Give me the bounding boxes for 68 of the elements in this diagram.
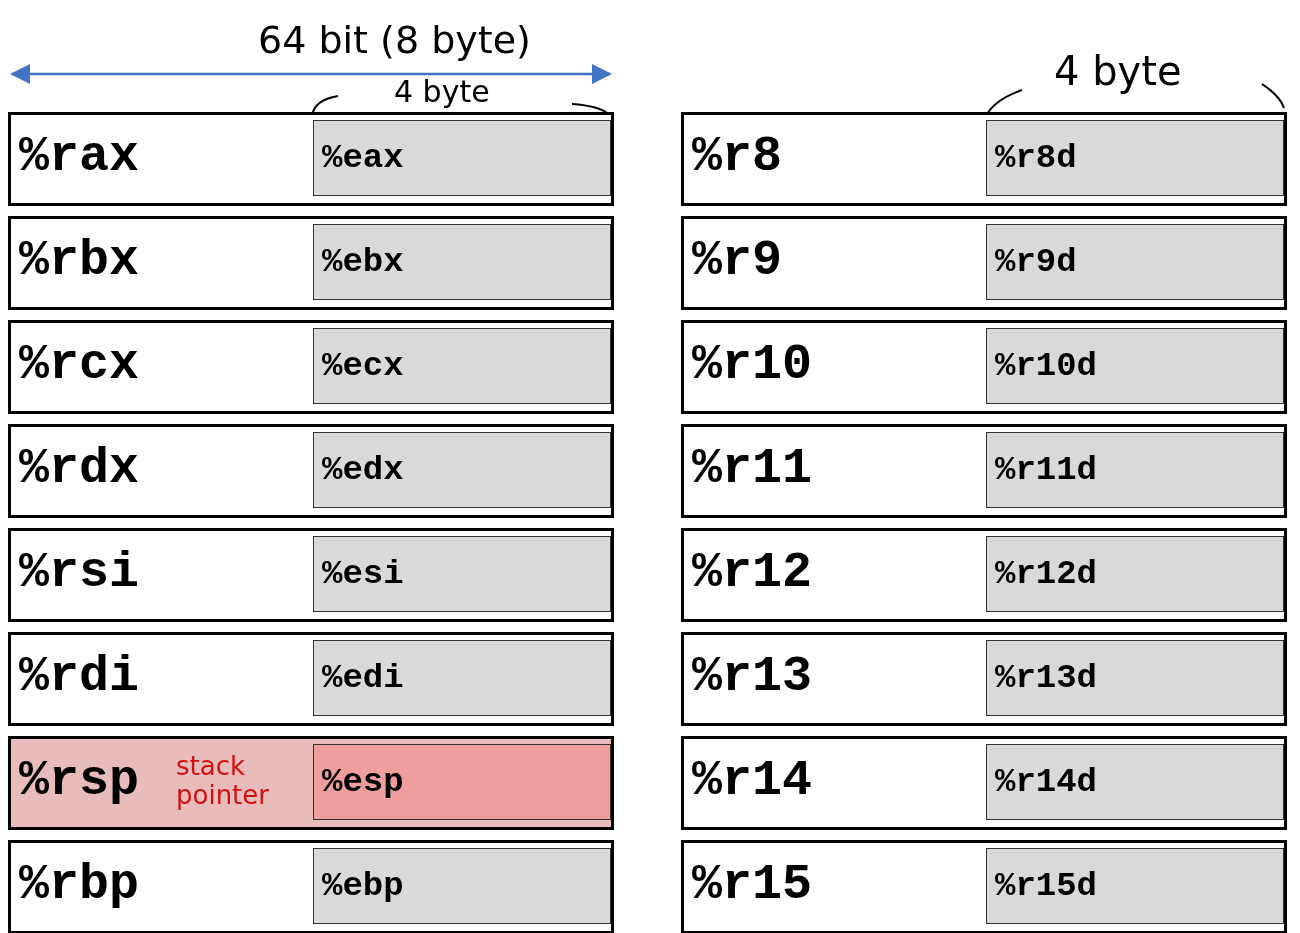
register-name: %r14 — [692, 753, 813, 809]
register-name: %r15 — [692, 857, 813, 913]
register-name: %r14d — [995, 763, 1098, 801]
sub-register-box — [986, 536, 1284, 612]
register-box — [8, 632, 614, 726]
register-box — [8, 424, 614, 518]
register-name: %esi — [322, 555, 404, 593]
sub-register-box — [986, 224, 1284, 300]
register-name: %r11d — [995, 451, 1098, 489]
register-box — [681, 320, 1287, 414]
register-name: %rax — [19, 129, 140, 185]
sub-register-box — [313, 432, 611, 508]
register-name: %edx — [322, 451, 404, 489]
register-name: %r11 — [692, 441, 813, 497]
register-name: %r8 — [692, 129, 782, 185]
register-name: %edi — [322, 659, 404, 697]
register-box — [8, 736, 614, 830]
sub-register-box — [986, 640, 1284, 716]
sub-register-box — [313, 640, 611, 716]
register-name: %rdx — [19, 441, 140, 497]
sub-register-box — [986, 432, 1284, 508]
register-box — [8, 320, 614, 414]
sub-register-box — [313, 536, 611, 612]
register-name: %r8d — [995, 139, 1077, 177]
register-box — [8, 528, 614, 622]
register-box — [681, 840, 1287, 933]
register-name: %rsp — [19, 753, 140, 809]
register-name: %esp — [322, 763, 404, 801]
dimension-label: 64 bit (8 byte) — [258, 18, 531, 62]
register-name: %r9d — [995, 243, 1077, 281]
register-name: %rsi — [19, 545, 140, 601]
register-box — [8, 216, 614, 310]
register-name: %r15d — [995, 867, 1098, 905]
annotation-note: stack pointer — [176, 752, 270, 810]
register-name: %ebx — [322, 243, 404, 281]
register-box — [8, 840, 614, 933]
width-label: 4 byte — [1054, 48, 1182, 94]
register-name: %r12 — [692, 545, 813, 601]
register-name: %rbx — [19, 233, 140, 289]
width-label: 4 byte — [394, 74, 490, 109]
register-box — [681, 424, 1287, 518]
register-name: %r10 — [692, 337, 813, 393]
register-name: %r12d — [995, 555, 1098, 593]
sub-register-box — [986, 744, 1284, 820]
sub-register-box — [986, 848, 1284, 924]
register-name: %rdi — [19, 649, 140, 705]
register-name: %r13 — [692, 649, 813, 705]
register-box — [681, 528, 1287, 622]
register-name: %r10d — [995, 347, 1098, 385]
register-name: %ecx — [322, 347, 404, 385]
register-box — [681, 112, 1287, 206]
sub-register-box — [313, 744, 611, 820]
sub-register-box — [986, 120, 1284, 196]
sub-register-box — [986, 328, 1284, 404]
sub-register-box — [313, 120, 611, 196]
register-name: %r9 — [692, 233, 782, 289]
register-box — [8, 112, 614, 206]
register-name: %rbp — [19, 857, 140, 913]
sub-register-box — [313, 224, 611, 300]
register-box — [681, 736, 1287, 830]
register-name: %rcx — [19, 337, 140, 393]
register-name: %eax — [322, 139, 404, 177]
register-name: %ebp — [322, 867, 404, 905]
register-name: %r13d — [995, 659, 1098, 697]
register-box — [681, 216, 1287, 310]
sub-register-box — [313, 848, 611, 924]
sub-register-box — [313, 328, 611, 404]
register-box — [681, 632, 1287, 726]
